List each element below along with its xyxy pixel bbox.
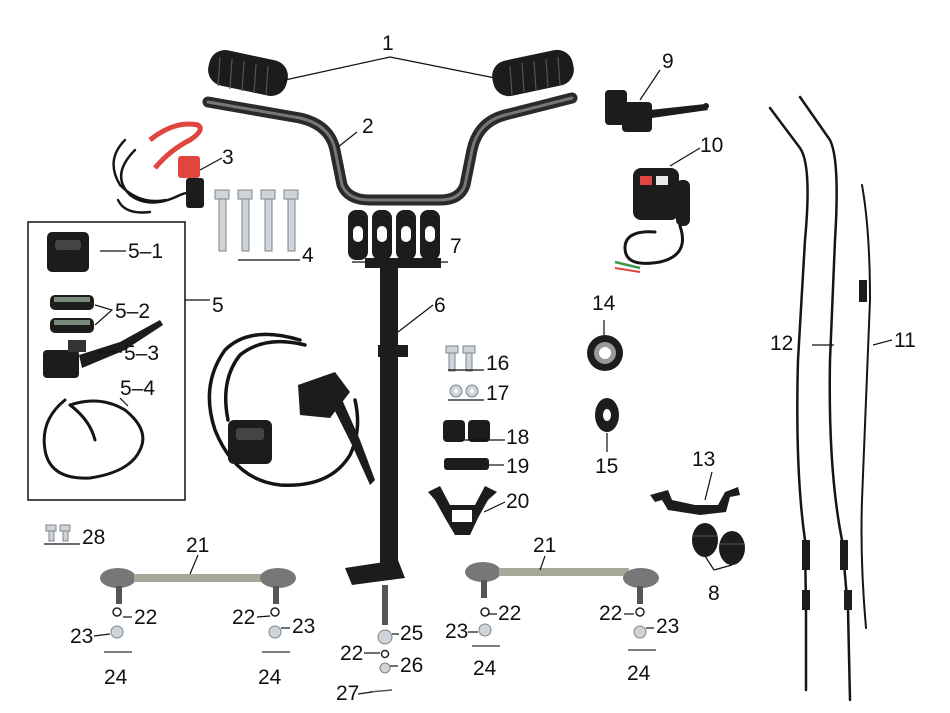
label-8: 8 <box>708 582 720 605</box>
label-21a: 21 <box>186 534 209 557</box>
label-22d: 22 <box>599 602 622 625</box>
label-9: 9 <box>662 50 674 73</box>
hardware-right-2 <box>628 607 656 651</box>
bolts-4 <box>214 189 299 252</box>
label-22c: 22 <box>498 602 521 625</box>
label-5-3: 5–3 <box>124 342 159 365</box>
label-23a: 23 <box>70 625 93 648</box>
wiring-harness <box>112 121 204 214</box>
brake-parts-box <box>27 221 186 501</box>
cable-11 <box>859 184 872 629</box>
label-25: 25 <box>400 622 423 645</box>
label-24c: 24 <box>473 657 497 680</box>
master-cylinder-5-3 <box>43 320 163 378</box>
grip-left <box>208 50 288 96</box>
label-21b: 21 <box>533 534 556 557</box>
hardware-leaders <box>93 613 654 695</box>
steering-column <box>345 258 441 625</box>
label-24b: 24 <box>258 666 282 689</box>
label-11: 11 <box>894 329 916 352</box>
hardware-left-1 <box>104 607 132 653</box>
brake-lever-9 <box>605 90 709 132</box>
hardware-right-1 <box>472 607 500 647</box>
label-18: 18 <box>506 426 529 449</box>
caliper-5-1 <box>47 232 89 272</box>
plate-19 <box>444 458 489 470</box>
hardware-column <box>369 629 393 693</box>
tie-rod-left <box>100 568 296 604</box>
label-23b: 23 <box>292 615 315 638</box>
bolts-16 <box>445 345 476 372</box>
label-3: 3 <box>222 146 234 169</box>
bolts-28 <box>45 524 71 542</box>
label-20: 20 <box>506 490 529 513</box>
label-28: 28 <box>82 526 105 549</box>
bracket-13 <box>650 487 740 515</box>
bearing-14 <box>587 335 623 371</box>
brake-pads-5-2 <box>50 295 94 333</box>
label-24d: 24 <box>627 662 651 685</box>
grip-right <box>492 49 574 97</box>
bushings-18 <box>443 420 490 442</box>
cables-12 <box>768 95 852 702</box>
label-1: 1 <box>382 32 394 55</box>
label-6: 6 <box>434 294 446 317</box>
label-5-1: 5–1 <box>128 240 163 263</box>
label-17: 17 <box>486 382 509 405</box>
hardware-left-2 <box>262 607 290 653</box>
brake-hose-5-4 <box>42 398 145 480</box>
label-22a: 22 <box>134 606 157 629</box>
label-5-4: 5–4 <box>120 377 155 400</box>
label-22e: 22 <box>340 642 363 665</box>
label-23d: 23 <box>656 615 679 638</box>
label-7: 7 <box>450 235 462 258</box>
label-4: 4 <box>302 244 314 267</box>
label-26: 26 <box>400 654 423 677</box>
label-24a: 24 <box>104 666 128 689</box>
nuts-17 <box>449 384 479 398</box>
label-5-2: 5–2 <box>115 300 150 323</box>
label-16: 16 <box>486 352 509 375</box>
label-15: 15 <box>595 455 618 478</box>
label-12: 12 <box>770 332 793 355</box>
label-27: 27 <box>336 682 359 705</box>
label-22b: 22 <box>232 606 255 629</box>
label-23c: 23 <box>445 620 468 643</box>
label-10: 10 <box>700 134 723 157</box>
tie-rod-right <box>465 562 659 604</box>
handlebar-switch-10 <box>614 168 690 273</box>
label-19: 19 <box>506 455 529 478</box>
seal-15 <box>595 398 619 432</box>
label-14: 14 <box>592 292 616 315</box>
bracket-20 <box>428 486 497 535</box>
boots-8 <box>692 523 745 565</box>
label-5: 5 <box>212 294 224 317</box>
handlebar-clamps <box>348 210 440 260</box>
brake-assembly <box>207 332 375 487</box>
label-13: 13 <box>692 448 715 471</box>
label-2: 2 <box>362 115 374 138</box>
